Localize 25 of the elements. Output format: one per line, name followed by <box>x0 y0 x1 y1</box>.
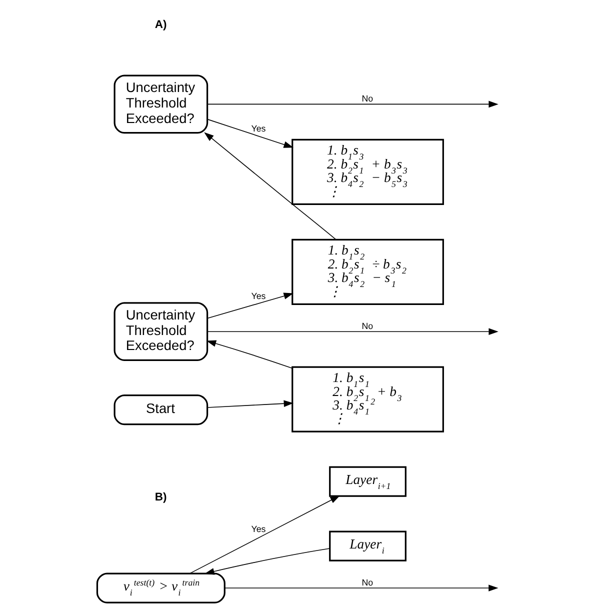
node-box: Start <box>114 394 208 426</box>
edge-label: Yes <box>251 123 266 134</box>
node-box: Layer$_{i}$ <box>329 530 406 562</box>
edge-label: Yes <box>251 524 266 534</box>
arrow <box>204 548 330 575</box>
node-box: Layer$_{i+1}$ <box>329 466 406 497</box>
edge-label: No <box>362 577 374 588</box>
node-box: 1. b$_{1}$s$_{2}$ 2. b$_{2}$s$_{1}$ ÷ b$_{3}$s$_{2}$ 3. b$_{4}$s$_{2}$ − s$_{1}$ ⋮ <box>292 238 444 305</box>
edge-label: No <box>362 321 374 332</box>
arrow <box>207 292 294 319</box>
node-box: Uncertainty Threshold Exceeded? <box>114 74 208 134</box>
arrow <box>207 400 294 408</box>
edge-label: No <box>362 94 374 104</box>
arrow <box>204 132 336 240</box>
arrow <box>206 340 293 369</box>
label: B) <box>154 492 167 504</box>
label: A) <box>154 19 167 32</box>
node-box: 1. b$_{1}$s$_{3}$ 2. b$_{2}$s$_{1}$ + b$_{3}$s$_{3}$ 3. b$_{4}$s$_{2}$ − b$_{5}$s$_{3}$ ⋮ <box>292 138 444 205</box>
arrow <box>189 496 340 574</box>
arrow <box>207 118 294 148</box>
arrow <box>206 100 498 108</box>
node-box: Uncertainty Threshold Exceeded? <box>114 302 208 362</box>
edge-label: Yes <box>251 291 266 302</box>
arrow <box>206 328 498 335</box>
arrow <box>224 584 498 592</box>
